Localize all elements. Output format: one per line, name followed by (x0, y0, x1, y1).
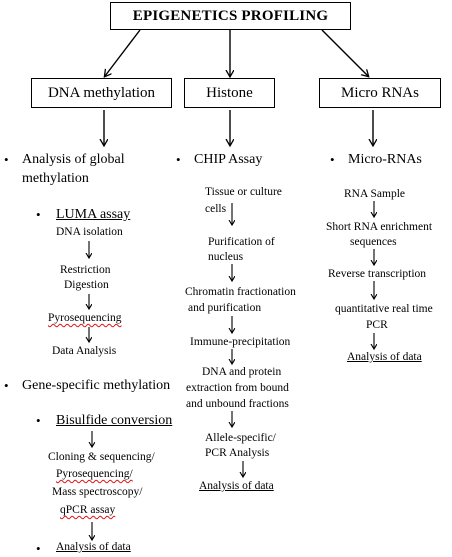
bullet-bisulfide: • (36, 413, 41, 428)
hist-step-extraction: extraction from bound (186, 382, 289, 394)
mirna-step-quantitative: quantitative real time (335, 303, 433, 315)
dna-analysis-of-data: Analysis of data (56, 541, 131, 553)
hist-step-cells: cells (205, 203, 227, 215)
chip-assay: CHIP Assay (194, 152, 263, 167)
global-methylation-line2: methylation (22, 171, 89, 186)
histone-analysis-of-data: Analysis of data (199, 480, 274, 492)
bullet-chip: • (176, 152, 181, 167)
bis-step-mass-spectroscopy: Mass spectroscopy/ (52, 486, 143, 498)
histone-label: Histone (206, 84, 253, 101)
mirna-step-short-rna: Short RNA enrichment (326, 221, 433, 233)
mirna-step-sequences: sequences (350, 236, 397, 248)
micro-rnas-box: Micro RNAs (319, 78, 441, 108)
hist-step-nucleus: nucleus (208, 251, 244, 263)
bisulfide-conversion: Bisulfide conversion (56, 413, 173, 428)
hist-step-and-purification: and purification (188, 302, 262, 314)
bis-step-cloning: Cloning & sequencing/ (48, 451, 155, 463)
luma-step-dna-isolation: DNA isolation (56, 226, 123, 238)
hist-step-purification: Purification of (208, 236, 275, 248)
hist-step-unbound: and unbound fractions (186, 398, 289, 410)
gene-specific-methylation: Gene-specific methylation (22, 378, 171, 393)
bullet-gene-specific: • (4, 378, 9, 393)
mirna-analysis-of-data: Analysis of data (347, 351, 422, 363)
bis-step-qpcr: qPCR assay (60, 504, 116, 516)
bullet-global: • (4, 152, 9, 167)
luma-step-restriction: Restriction (60, 264, 111, 276)
luma-assay: LUMA assay (56, 207, 131, 222)
title-box: EPIGENETICS PROFILING (110, 2, 351, 30)
mirna-step-rna-sample: RNA Sample (344, 188, 406, 200)
hist-step-immune: Immune-precipitation (190, 336, 291, 348)
arrow-title-to-mirna (321, 29, 368, 76)
luma-step-digestion: Digestion (64, 279, 109, 291)
mirna-step-reverse-transcription: Reverse transcription (328, 268, 427, 280)
bullet-micro-rnas: • (330, 152, 335, 167)
global-methylation-line1: Analysis of global (22, 152, 125, 167)
dna-methylation-label: DNA methylation (47, 84, 156, 101)
hist-step-chromatin: Chromatin fractionation (185, 286, 296, 298)
luma-step-pyrosequencing: Pyrosequencing (48, 312, 122, 324)
hist-step-tissue: Tissue or culture (205, 186, 282, 198)
arrow-title-to-dna (105, 29, 141, 76)
title-text: EPIGENETICS PROFILING (132, 7, 329, 24)
hist-step-pcr-analysis: PCR Analysis (205, 447, 270, 459)
histone-box: Histone (184, 78, 275, 108)
hist-step-dna-protein: DNA and protein (202, 366, 282, 378)
micro-rnas-heading: Micro-RNAs (348, 152, 422, 167)
bullet-analysis-dna: • (36, 541, 41, 556)
bis-step-pyrosequencing: Pyrosequencing/ (56, 468, 133, 480)
dna-methylation-box: DNA methylation (31, 78, 172, 108)
luma-step-data-analysis: Data Analysis (52, 345, 117, 357)
mirna-step-pcr: PCR (366, 319, 388, 331)
hist-step-allele: Allele-specific/ (205, 432, 276, 444)
bullet-luma: • (36, 207, 41, 222)
micro-rnas-label: Micro RNAs (341, 84, 419, 101)
